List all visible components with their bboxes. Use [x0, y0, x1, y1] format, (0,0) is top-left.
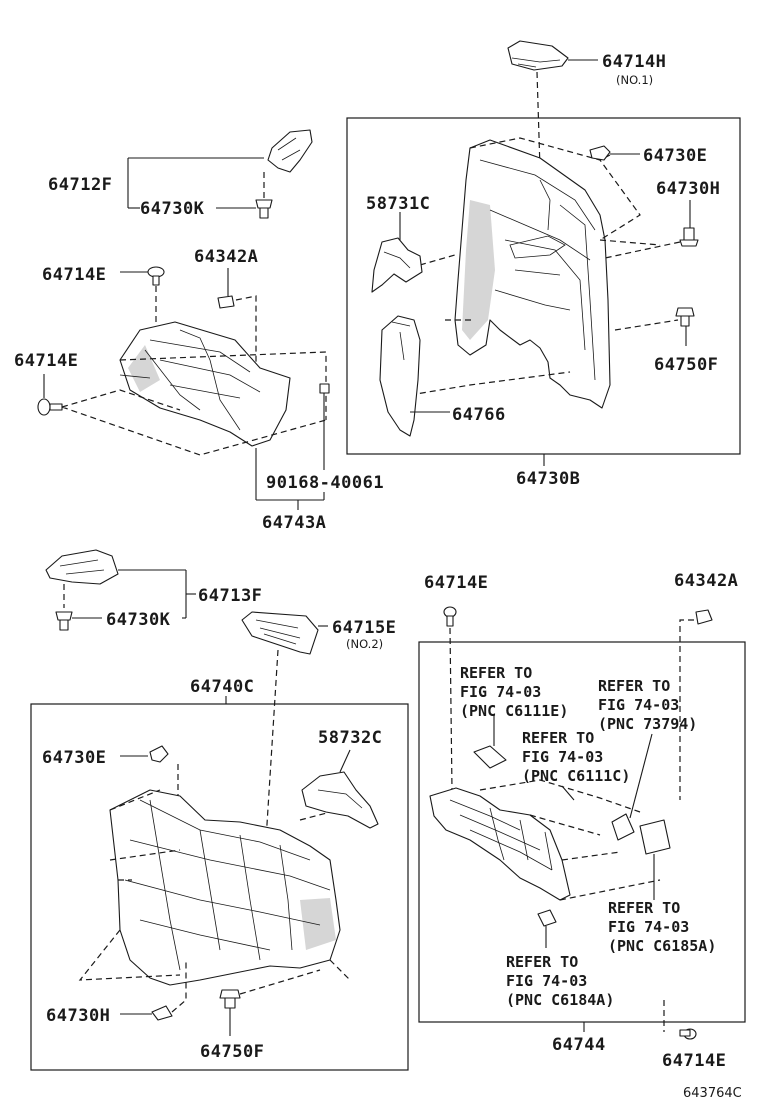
label-64730E-bot: 64730E [42, 748, 106, 768]
label-64714H: 64714H [602, 52, 666, 72]
label-64730E-top: 64730E [643, 146, 707, 166]
dash-top-c [409, 319, 679, 396]
label-64714E-a: 64714E [42, 265, 106, 285]
ref-line: FIG 74-03 [460, 683, 541, 701]
label-64730K-bot: 64730K [106, 610, 171, 630]
part-58731C-drawing [371, 237, 423, 293]
label-64750F-top: 64750F [654, 355, 718, 375]
label-58732C: 58732C [318, 728, 382, 748]
ref-line: FIG 74-03 [598, 696, 679, 714]
part-64730H-bot-fastener [151, 1005, 173, 1021]
part-64730K-top-fastener [255, 199, 273, 219]
part-64730K-bot-fastener [55, 611, 73, 631]
part-64766-drawing [379, 315, 421, 437]
label-64342A-a: 64342A [194, 247, 258, 267]
part-64342A-a-clip [217, 295, 235, 309]
sheet-C6111E [473, 745, 507, 769]
part-64743A-tray-drawing [119, 321, 291, 447]
dash-64342A-b [679, 619, 694, 800]
ref-line: (PNC C6111E) [460, 702, 568, 720]
dash-64715E [265, 649, 279, 841]
ref-block-C6111E: REFER TO FIG 74-03 (PNC C6111E) [460, 664, 568, 720]
ref-line: REFER TO [608, 899, 680, 917]
leader-ref-73794 [629, 733, 653, 819]
label-64744: 64744 [552, 1035, 606, 1055]
label-64730B: 64730B [516, 469, 580, 489]
label-64743A: 64743A [262, 513, 326, 533]
ref-line: (PNC C6185A) [608, 937, 716, 955]
ref-block-C6185A: REFER TO FIG 74-03 (PNC C6185A) [608, 899, 716, 955]
dash-64740C-guides [78, 789, 351, 981]
part-64714E-c-pin [443, 606, 457, 627]
sheet-C6185A [639, 819, 671, 855]
dash-64744-guides [479, 779, 661, 901]
part-64730E-bot-clip [149, 745, 169, 763]
label-64713F: 64713F [198, 586, 262, 606]
label-64730K-top: 64730K [140, 199, 205, 219]
part-64715E-drawing [241, 611, 319, 655]
dash-64750F-bot [239, 969, 321, 995]
ref-line: REFER TO [522, 729, 594, 747]
assembly-frame-64744 [418, 641, 746, 1023]
dash-64714E-c [449, 627, 453, 791]
part-64342A-b-clip [695, 609, 713, 625]
sheet-C6184A [537, 909, 557, 927]
part-64714E-a-pin [147, 266, 165, 286]
part-64730B-panel-drawing [454, 139, 611, 409]
label-64730H-bot: 64730H [46, 1006, 110, 1026]
dash-tray-guides [61, 351, 327, 456]
label-no1: (NO.1) [616, 73, 653, 87]
leader-ref-C6111C [561, 785, 575, 801]
part-90168-40061-bolt [319, 383, 330, 470]
dash-64730H-top [604, 241, 681, 259]
ref-block-C6111C: REFER TO FIG 74-03 (PNC C6111C) [522, 729, 630, 785]
ref-block-C6184A: REFER TO FIG 74-03 (PNC C6184A) [506, 953, 614, 1009]
assembly-frame-64740C [30, 703, 409, 1071]
part-64712F-drawing [267, 129, 313, 173]
ref-block-73794: REFER TO FIG 74-03 (PNC 73794) [598, 677, 697, 733]
label-64750F-bot: 64750F [200, 1042, 264, 1062]
dash-64342A-a [235, 295, 257, 380]
part-64714H-drawing [507, 40, 569, 71]
ref-line: FIG 74-03 [608, 918, 689, 936]
label-64714E-b: 64714E [14, 351, 78, 371]
label-64740C: 64740C [190, 677, 254, 697]
dash-64730H-bot [171, 960, 187, 1013]
dash-top-b [419, 239, 661, 321]
part-64750F-bot-fastener [219, 989, 241, 1009]
part-58732C-drawing [301, 771, 379, 829]
part-64714E-b-pin [37, 398, 63, 416]
label-64714E-d: 64714E [662, 1051, 726, 1071]
ref-line: FIG 74-03 [522, 748, 603, 766]
label-64766: 64766 [452, 405, 506, 425]
sheet-73794 [611, 813, 635, 841]
label-64714E-c: 64714E [424, 573, 488, 593]
diagram-code: 643764C [683, 1086, 742, 1101]
part-64714E-d-pin [679, 1028, 697, 1040]
ref-line: FIG 74-03 [506, 972, 587, 990]
ref-line: REFER TO [506, 953, 578, 971]
part-64713F-drawing [45, 549, 119, 585]
part-64740C-panel-drawing [109, 789, 341, 986]
label-64342A-b: 64342A [674, 571, 738, 591]
part-64730H-top-fastener [679, 227, 699, 247]
label-64712F: 64712F [48, 175, 112, 195]
ref-line: REFER TO [598, 677, 670, 695]
part-64730E-top-clip [589, 145, 611, 161]
label-90168-40061: 90168-40061 [266, 473, 384, 493]
ref-line: REFER TO [460, 664, 532, 682]
ref-line: (PNC C6184A) [506, 991, 614, 1009]
label-64715E: 64715E [332, 618, 396, 638]
label-58731C: 58731C [366, 194, 430, 214]
leader-58732C [339, 749, 351, 773]
part-64750F-top-fastener [675, 307, 695, 327]
ref-line: (PNC 73794) [598, 715, 697, 733]
label-no2: (NO.2) [346, 637, 383, 651]
label-64730H-top: 64730H [656, 179, 720, 199]
part-64744-drawing [429, 787, 571, 901]
ref-line: (PNC C6111C) [522, 767, 630, 785]
